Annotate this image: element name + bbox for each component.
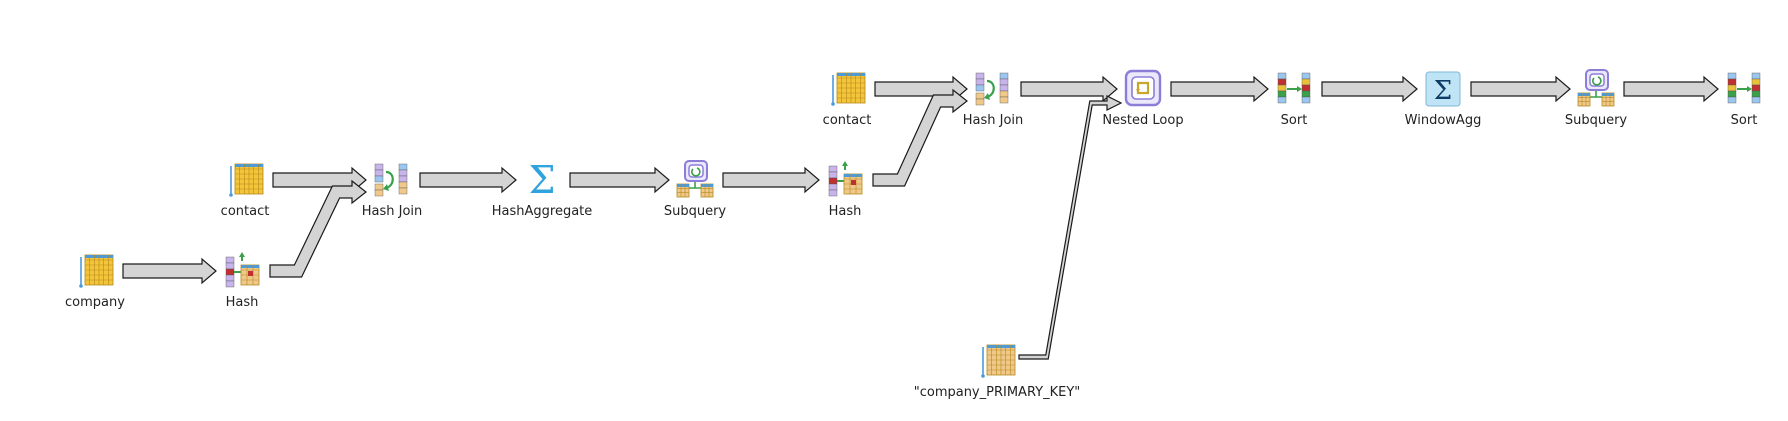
sort-icon xyxy=(1725,69,1763,109)
edge-arrow-n13-n14 xyxy=(1470,75,1571,103)
plan-node-n11[interactable]: Nested Loop xyxy=(1058,69,1228,149)
window-agg-icon: Σ xyxy=(1424,69,1462,109)
hash-join-icon xyxy=(974,69,1012,109)
plan-node-n4[interactable]: Hash Join xyxy=(307,160,477,240)
plan-node-n2[interactable]: Hash xyxy=(157,251,327,331)
plan-node-n1[interactable]: company xyxy=(10,251,180,331)
plan-node-label: Sort xyxy=(1730,113,1758,128)
plan-node-label: Hash Join xyxy=(962,113,1024,128)
plan-node-label: Hash Join xyxy=(361,204,423,219)
plan-node-label: Nested Loop xyxy=(1102,113,1184,128)
plan-node-label: HashAggregate xyxy=(491,204,593,219)
svg-text:Σ: Σ xyxy=(529,160,556,200)
sort-icon xyxy=(1275,69,1313,109)
edge-arrow-n2-n4 xyxy=(269,179,367,278)
plan-node-n10[interactable]: "company_PRIMARY_KEY" xyxy=(912,341,1082,421)
plan-node-label: Sort xyxy=(1280,113,1308,128)
plan-node-label: contact xyxy=(822,113,872,128)
plan-node-n12[interactable]: Sort xyxy=(1209,69,1379,149)
query-plan-diagram xyxy=(122,75,1719,360)
hash-icon xyxy=(223,251,261,291)
plan-node-n13[interactable]: Σ WindowAgg xyxy=(1358,69,1528,149)
edge-arrow-n5-n6 xyxy=(569,166,670,194)
table-scan-icon xyxy=(76,251,114,291)
plan-node-label: company xyxy=(65,295,125,310)
edge-arrow-n6-n7 xyxy=(722,166,820,194)
edge-arrow-n7-n9 xyxy=(872,88,968,187)
edge-arrow-n10-n11 xyxy=(1018,95,1123,360)
plan-node-label: Hash xyxy=(225,295,259,310)
edge-arrow-n12-n13 xyxy=(1321,75,1418,103)
nested-loop-icon xyxy=(1124,69,1162,109)
plan-node-n6[interactable]: Subquery xyxy=(610,160,780,240)
plan-node-label: "company_PRIMARY_KEY" xyxy=(913,385,1081,400)
plan-edges xyxy=(122,75,1719,360)
plan-node-label: contact xyxy=(220,204,270,219)
plan-node-label: WindowAgg xyxy=(1404,113,1482,128)
plan-node-n3[interactable]: contact xyxy=(160,160,330,240)
index-scan-icon xyxy=(978,341,1016,381)
svg-text:Σ: Σ xyxy=(1434,76,1452,106)
plan-node-n7[interactable]: Hash xyxy=(760,160,930,240)
aggregate-icon: Σ xyxy=(523,158,561,202)
table-scan-icon xyxy=(828,69,866,109)
plan-node-n14[interactable]: Subquery xyxy=(1511,69,1681,149)
plan-node-n15[interactable]: Sort xyxy=(1659,69,1788,149)
plan-node-n9[interactable]: Hash Join xyxy=(908,69,1078,149)
edge-arrow-n4-n5 xyxy=(419,166,517,194)
edge-arrow-n1-n2 xyxy=(122,257,217,285)
hash-join-icon xyxy=(373,160,411,200)
subquery-icon xyxy=(676,160,714,200)
subquery-icon xyxy=(1577,69,1615,109)
edge-arrow-n14-n15 xyxy=(1623,75,1719,103)
plan-node-label: Subquery xyxy=(1564,113,1628,128)
edge-arrow-n9-n11 xyxy=(1020,75,1118,103)
plan-node-label: Hash xyxy=(828,204,862,219)
plan-node-n5[interactable]: Σ HashAggregate xyxy=(457,158,627,240)
hash-icon xyxy=(826,160,864,200)
plan-node-label: Subquery xyxy=(663,204,727,219)
plan-node-n8[interactable]: contact xyxy=(762,69,932,149)
edge-arrow-n11-n12 xyxy=(1170,75,1269,103)
table-scan-icon xyxy=(226,160,264,200)
